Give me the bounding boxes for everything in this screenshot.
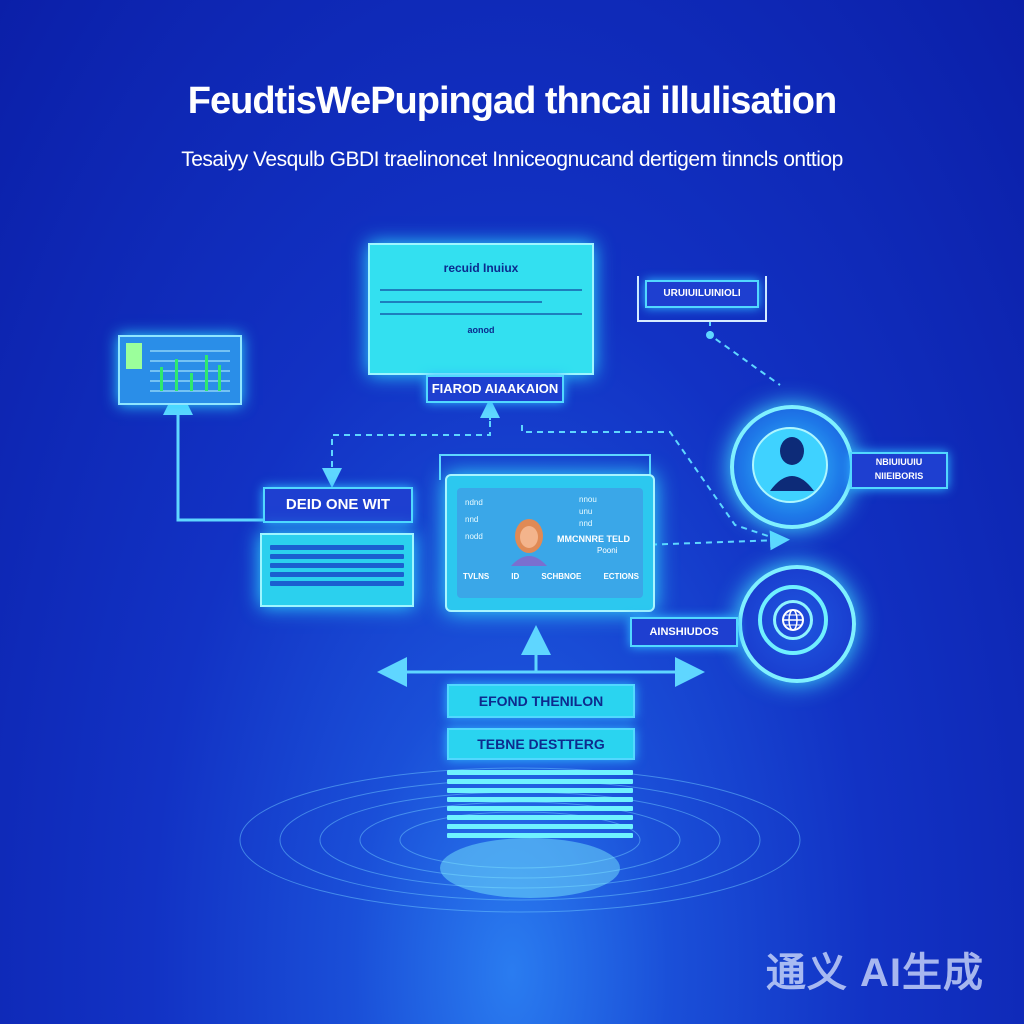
list-line: [270, 581, 404, 586]
page-title: FeudtisWePupingad thncai illulisation: [187, 80, 837, 122]
globe-tag[interactable]: AINSHIUDOS: [630, 617, 738, 647]
card-right-row: nnd: [579, 519, 593, 528]
card-footer-item: ECTIONS: [603, 572, 639, 581]
top-right-tag[interactable]: URUIUILUINIOLI: [645, 280, 759, 308]
top-panel-title: recuid Inuiux: [443, 261, 519, 275]
stack-line: [447, 779, 633, 784]
top-info-panel: recuid Inuiux aonod: [368, 243, 594, 375]
mini-chart-icon: [150, 350, 230, 392]
list-line: [270, 545, 404, 550]
stack-line: [447, 824, 633, 829]
page-subtitle: Tesaiyy Vesqulb GBDI traelinoncet Innice…: [181, 148, 843, 171]
bottom-label-1[interactable]: EFOND THENILON: [447, 684, 635, 718]
bottom-data-stack: [447, 766, 633, 842]
card-right-row: nnou: [579, 495, 597, 504]
stack-line: [447, 815, 633, 820]
center-profile-card[interactable]: ndnd nnd nodd nnou unu nnd MMCNNRE TELD …: [445, 474, 655, 612]
top-label[interactable]: FIAROD AIAAKAION: [426, 375, 564, 403]
stack-line: [447, 833, 633, 838]
chart-thumbnail[interactable]: [118, 335, 242, 405]
list-line: [270, 554, 404, 559]
stack-line: [447, 797, 633, 802]
chart-thumbnail-swatch: [126, 343, 142, 369]
list-line: [270, 572, 404, 577]
stack-line: [447, 806, 633, 811]
globe-icon: [782, 609, 804, 631]
card-footer-item: ID: [511, 572, 520, 581]
card-sub: Pooni: [597, 546, 618, 555]
profile-tag[interactable]: NBIUIUUIU NIIEIBORIS: [850, 452, 948, 489]
top-panel-footer: aonod: [467, 325, 495, 335]
floor-ripples: [239, 767, 801, 913]
user-profile-node[interactable]: [730, 405, 854, 529]
globe-node[interactable]: [738, 565, 856, 683]
user-icon: [770, 437, 814, 491]
stack-line: [447, 788, 633, 793]
bottom-label-2[interactable]: TEBNE DESTTERG: [447, 728, 635, 760]
card-footer-item: TVLNS: [463, 572, 490, 581]
card-left-row: nnd: [465, 515, 479, 524]
watermark: 通义 AI生成: [765, 951, 984, 995]
card-footer-item: SCHBNOE: [541, 572, 582, 581]
left-list-panel: [260, 533, 414, 607]
card-left-row: nodd: [465, 532, 483, 541]
stack-line: [447, 770, 633, 775]
card-name: MMCNNRE TELD: [557, 534, 630, 544]
list-line: [270, 563, 404, 568]
female-avatar-icon: [511, 519, 547, 566]
card-right-row: unu: [579, 507, 593, 516]
card-left-row: ndnd: [465, 498, 483, 507]
left-label[interactable]: DEID ONE WIT: [263, 487, 413, 523]
top-right-tag-frame: [637, 276, 767, 322]
